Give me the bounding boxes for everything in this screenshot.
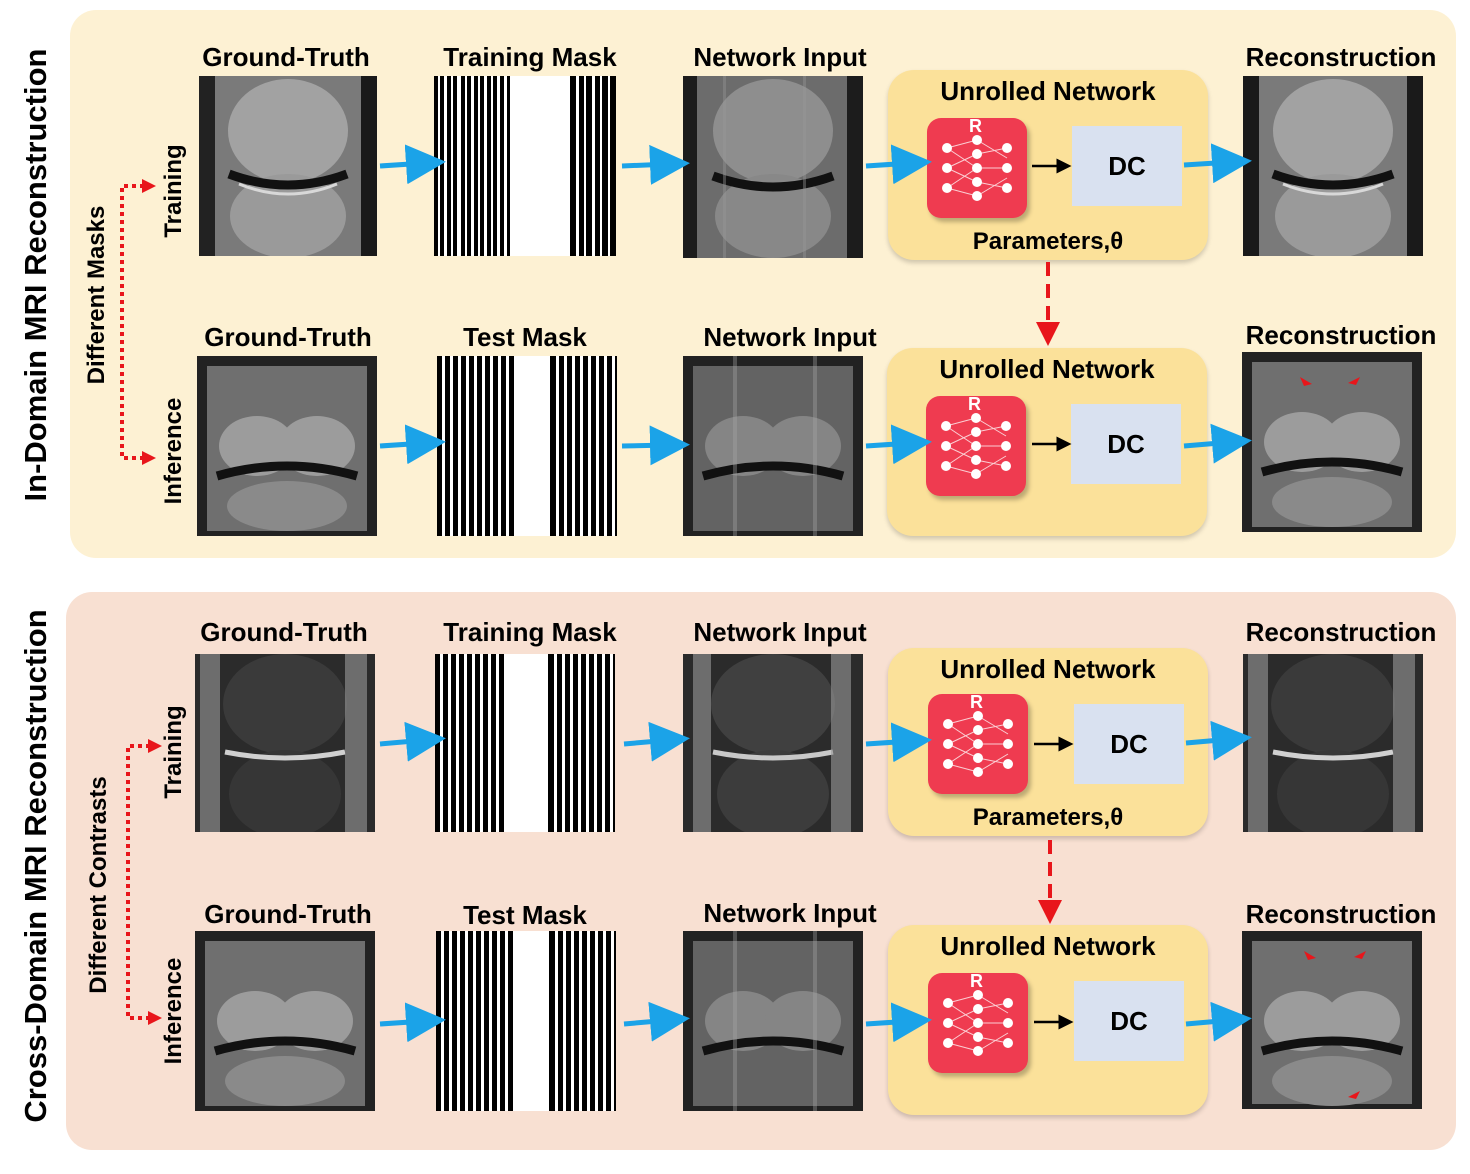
red-arrow-marker-icon bbox=[1348, 1091, 1360, 1099]
training-mask-image bbox=[434, 76, 616, 256]
neural-network-icon: R bbox=[928, 692, 1028, 794]
training-mask-image bbox=[435, 654, 615, 832]
unrolled-network-box: Unrolled Network R DC bbox=[887, 348, 1207, 536]
neural-network-graph-icon bbox=[943, 990, 1013, 1056]
reconstruction-image bbox=[1243, 76, 1423, 256]
unrolled-network-box: Unrolled Network R DC Parameters,θ bbox=[888, 70, 1208, 260]
red-arrow-marker-icon bbox=[1304, 951, 1316, 960]
knee-mri-aliased-icon bbox=[683, 76, 863, 258]
row-label-training: Training bbox=[160, 144, 187, 238]
row-label-inference: Inference bbox=[160, 957, 187, 1065]
row-label-inference: Inference bbox=[160, 397, 187, 505]
mask-caption: Test Mask bbox=[463, 900, 587, 930]
neural-network-icon: R bbox=[927, 116, 1027, 218]
net-letter: R bbox=[970, 971, 983, 991]
network-input-caption: Network Input bbox=[703, 898, 877, 928]
network-input-caption: Network Input bbox=[693, 617, 867, 647]
network-input-caption: Network Input bbox=[703, 322, 877, 352]
unrolled-network-title: Unrolled Network bbox=[940, 931, 1156, 961]
network-input-image bbox=[683, 356, 863, 536]
neural-network-graph-icon bbox=[941, 413, 1011, 479]
reconstruction-image bbox=[1243, 654, 1423, 832]
ground-truth-caption: Ground-Truth bbox=[202, 42, 370, 72]
dc-box: DC bbox=[1074, 704, 1184, 784]
network-input-caption: Network Input bbox=[693, 42, 867, 72]
reconstruction-caption: Reconstruction bbox=[1245, 42, 1437, 72]
reconstruction-caption: Reconstruction bbox=[1245, 617, 1437, 647]
knee-mri-pdfs-icon bbox=[195, 654, 375, 832]
in-domain-title: In-Domain MRI Reconstruction bbox=[18, 48, 53, 502]
unrolled-network-box: Unrolled Network R DC Parameters,θ bbox=[888, 648, 1208, 836]
knee-mri-recon-artifact-icon bbox=[1242, 352, 1422, 532]
network-input-image bbox=[683, 654, 863, 832]
red-arrow-marker-icon bbox=[1354, 951, 1366, 959]
ground-truth-caption: Ground-Truth bbox=[200, 617, 368, 647]
neural-network-graph-icon bbox=[943, 711, 1013, 777]
mask-caption: Training Mask bbox=[443, 42, 617, 72]
knee-mri-pd-icon bbox=[197, 356, 377, 536]
neural-network-icon: R bbox=[926, 394, 1026, 496]
knee-mri-pd-icon bbox=[195, 931, 375, 1111]
test-mask-image bbox=[436, 931, 616, 1111]
undersampling-mask-icon bbox=[434, 76, 616, 256]
red-arrow-marker-icon bbox=[1348, 377, 1360, 385]
row-label-training: Training bbox=[160, 705, 187, 799]
knee-mri-aliased-icon bbox=[683, 931, 863, 1111]
ground-truth-caption: Ground-Truth bbox=[204, 322, 372, 352]
knee-mri-aliased-icon bbox=[683, 356, 863, 536]
test-mask-image bbox=[437, 356, 617, 536]
in-domain-relation-label: Different Masks bbox=[83, 205, 110, 385]
reconstruction-caption: Reconstruction bbox=[1245, 320, 1437, 350]
dc-box: DC bbox=[1071, 404, 1181, 484]
network-input-image bbox=[683, 931, 863, 1111]
net-letter: R bbox=[970, 692, 983, 712]
undersampling-mask-icon bbox=[436, 931, 616, 1111]
cross-domain-title: Cross-Domain MRI Reconstruction bbox=[18, 609, 53, 1123]
knee-mri-aliased-icon bbox=[683, 654, 863, 832]
unrolled-network-title: Unrolled Network bbox=[940, 654, 1156, 684]
ground-truth-caption: Ground-Truth bbox=[204, 899, 372, 929]
reconstruction-image bbox=[1242, 931, 1422, 1109]
dc-box: DC bbox=[1074, 981, 1184, 1061]
ground-truth-image bbox=[195, 654, 375, 832]
network-input-image bbox=[683, 76, 863, 258]
mask-caption: Test Mask bbox=[463, 322, 587, 352]
parameters-label: Parameters,θ bbox=[972, 804, 1124, 831]
net-letter: R bbox=[969, 116, 982, 136]
neural-network-graph-icon bbox=[942, 135, 1012, 201]
undersampling-mask-icon bbox=[437, 356, 617, 536]
red-arrow-marker-icon bbox=[1300, 377, 1312, 386]
mask-caption: Training Mask bbox=[443, 617, 617, 647]
cross-domain-relation-label: Different Contrasts bbox=[85, 776, 112, 994]
net-letter: R bbox=[968, 394, 981, 414]
unrolled-network-title: Unrolled Network bbox=[940, 76, 1156, 106]
ground-truth-image bbox=[199, 76, 377, 256]
ground-truth-image bbox=[197, 356, 377, 536]
knee-mri-recon-artifact-icon bbox=[1242, 931, 1422, 1109]
knee-mri-pd-icon bbox=[199, 76, 377, 256]
unrolled-network-title: Unrolled Network bbox=[939, 354, 1155, 384]
neural-network-icon: R bbox=[928, 971, 1028, 1073]
parameters-label: Parameters,θ bbox=[972, 228, 1124, 255]
knee-mri-recon-icon bbox=[1243, 76, 1423, 256]
knee-mri-recon-icon bbox=[1243, 654, 1423, 832]
reconstruction-image bbox=[1242, 352, 1422, 532]
reconstruction-caption: Reconstruction bbox=[1245, 899, 1437, 929]
ground-truth-image bbox=[195, 931, 375, 1111]
dc-box: DC bbox=[1072, 126, 1182, 206]
unrolled-network-box: Unrolled Network R DC bbox=[888, 925, 1208, 1115]
undersampling-mask-icon bbox=[435, 654, 615, 832]
